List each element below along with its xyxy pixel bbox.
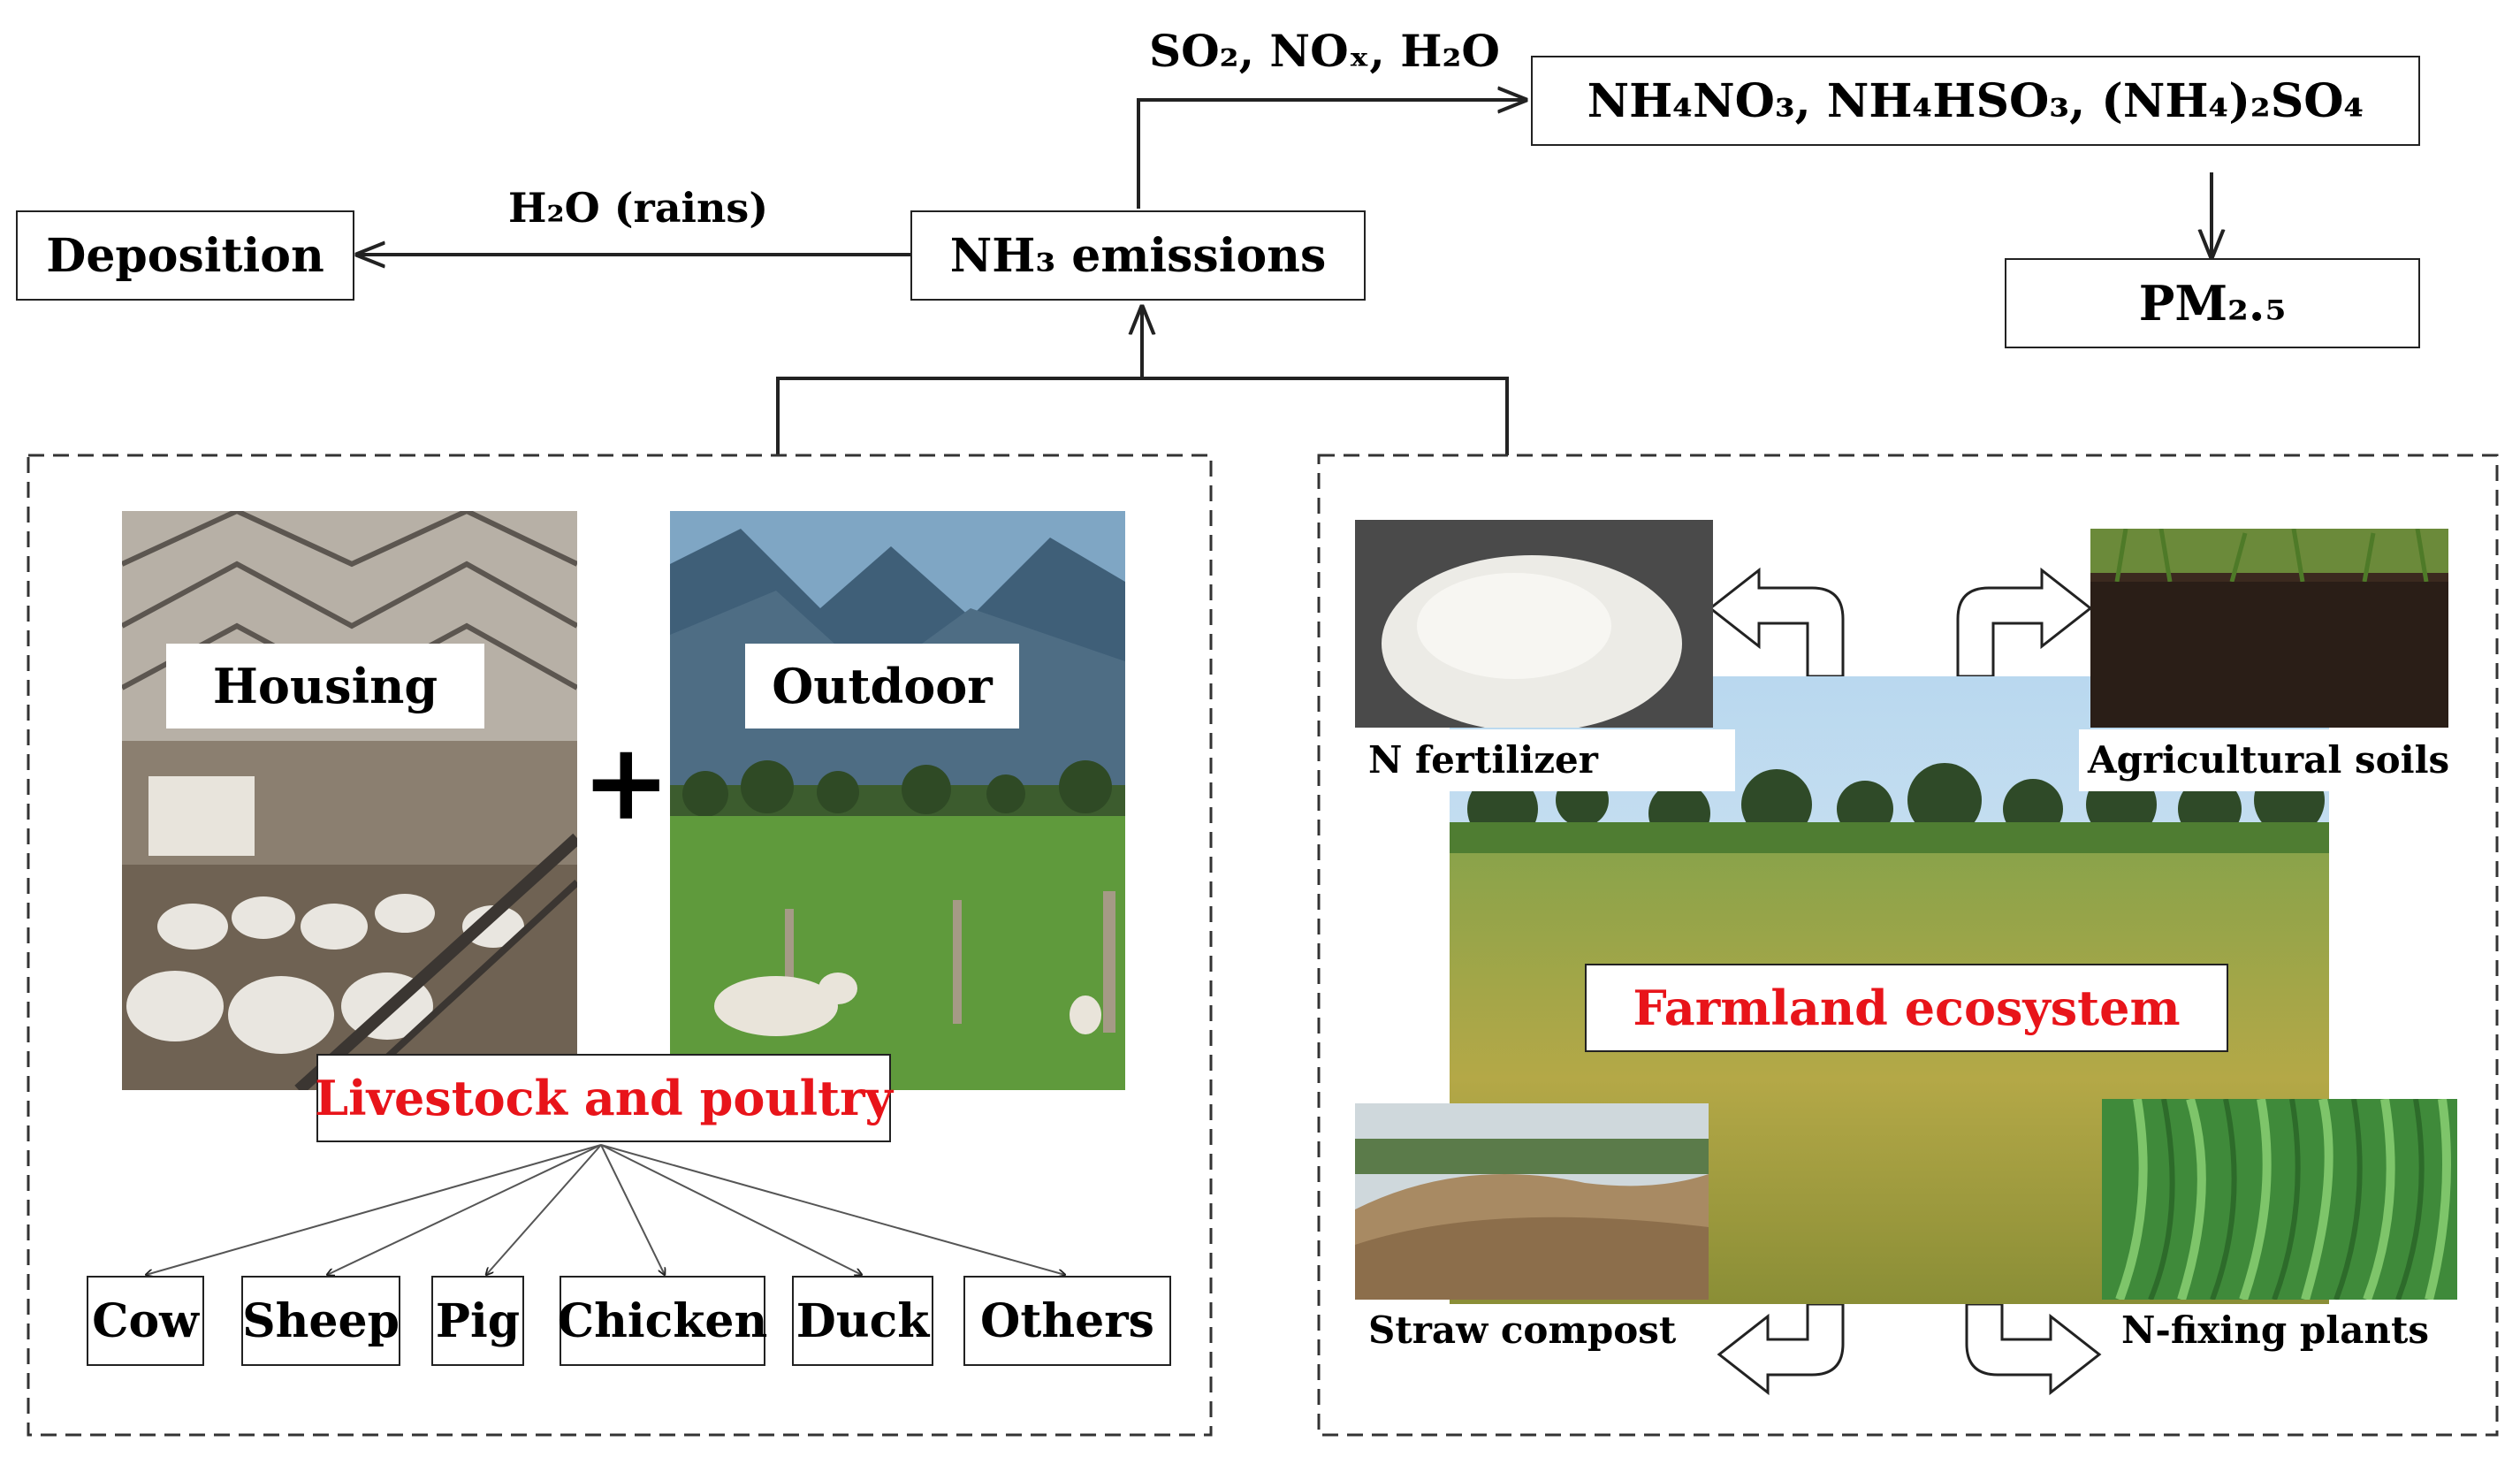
nh3-emissions-label: NH₃ emissions: [949, 228, 1327, 283]
source-connector: [776, 377, 1509, 455]
livestock-title: Livestock and poultry: [315, 1070, 893, 1126]
deposition-box: Deposition: [16, 210, 354, 301]
pm25-label: PM₂.₅: [2138, 275, 2287, 332]
nh3-emissions-box: NH₃ emissions: [910, 210, 1366, 301]
housing-label: Housing: [212, 658, 438, 714]
livestock-panel: [27, 454, 1213, 1437]
animal-box-pig: Pig: [431, 1276, 524, 1366]
hollow-arrow-to-fertilizer: [1708, 567, 1845, 678]
n-fixing-plants-photo: [2102, 1099, 2457, 1300]
n-fertilizer-label: N fertilizer: [1355, 729, 1735, 791]
n-fixing-plants-label: N-fixing plants: [2121, 1308, 2429, 1352]
products-box: NH₄NO₃, NH₄HSO₃, (NH₄)₂SO₄: [1531, 56, 2420, 146]
outdoor-label-box: Outdoor: [745, 644, 1019, 728]
livestock-title-box: Livestock and poultry: [315, 1054, 893, 1142]
animal-label-duck: Duck: [796, 1293, 930, 1348]
hollow-arrow-to-nfixing: [1965, 1302, 2102, 1396]
pm25-box: PM₂.₅: [2005, 258, 2420, 348]
outdoor-photo: [670, 511, 1125, 1090]
animal-box-sheep: Sheep: [241, 1276, 400, 1366]
animal-fan-lines: [146, 1144, 1065, 1275]
straw-compost-label: Straw compost: [1368, 1308, 1677, 1352]
housing-label-box: Housing: [166, 644, 484, 728]
farmland-title-box: Farmland ecosystem: [1585, 964, 2228, 1052]
animal-label-sheep: Sheep: [242, 1293, 400, 1348]
animal-box-others: Others: [963, 1276, 1171, 1366]
hollow-arrows: [1708, 567, 2102, 1396]
agricultural-soils-photo: [2090, 529, 2448, 728]
outdoor-label: Outdoor: [772, 658, 993, 714]
arrow-to-products: [1137, 100, 1525, 209]
housing-photo: [122, 511, 577, 1090]
plus-sign: +: [582, 720, 671, 844]
products-label: NH₄NO₃, NH₄HSO₃, (NH₄)₂SO₄: [1587, 73, 2364, 128]
deposition-label: Deposition: [46, 228, 324, 283]
farmland-panel: [1317, 454, 2499, 1437]
animal-label-chicken: Chicken: [557, 1293, 768, 1348]
n-fertilizer-photo: [1355, 520, 1713, 728]
farmland-title: Farmland ecosystem: [1633, 980, 2181, 1036]
animal-box-chicken: Chicken: [557, 1276, 768, 1366]
animal-box-cow: Cow: [87, 1276, 204, 1366]
animal-label-cow: Cow: [92, 1293, 199, 1348]
rain-label: H₂O (rains): [508, 184, 769, 232]
hollow-arrow-to-soils: [1956, 567, 2093, 678]
animal-label-pig: Pig: [435, 1293, 521, 1348]
straw-compost-photo: [1355, 1103, 1709, 1300]
hollow-arrow-to-compost: [1717, 1302, 1845, 1396]
animal-box-duck: Duck: [792, 1276, 933, 1366]
animal-label-others: Others: [980, 1293, 1154, 1348]
reactants-label: SO₂, NOₓ, H₂O: [1149, 25, 1500, 77]
agricultural-soils-label: Agricultural soils: [2079, 729, 2459, 791]
